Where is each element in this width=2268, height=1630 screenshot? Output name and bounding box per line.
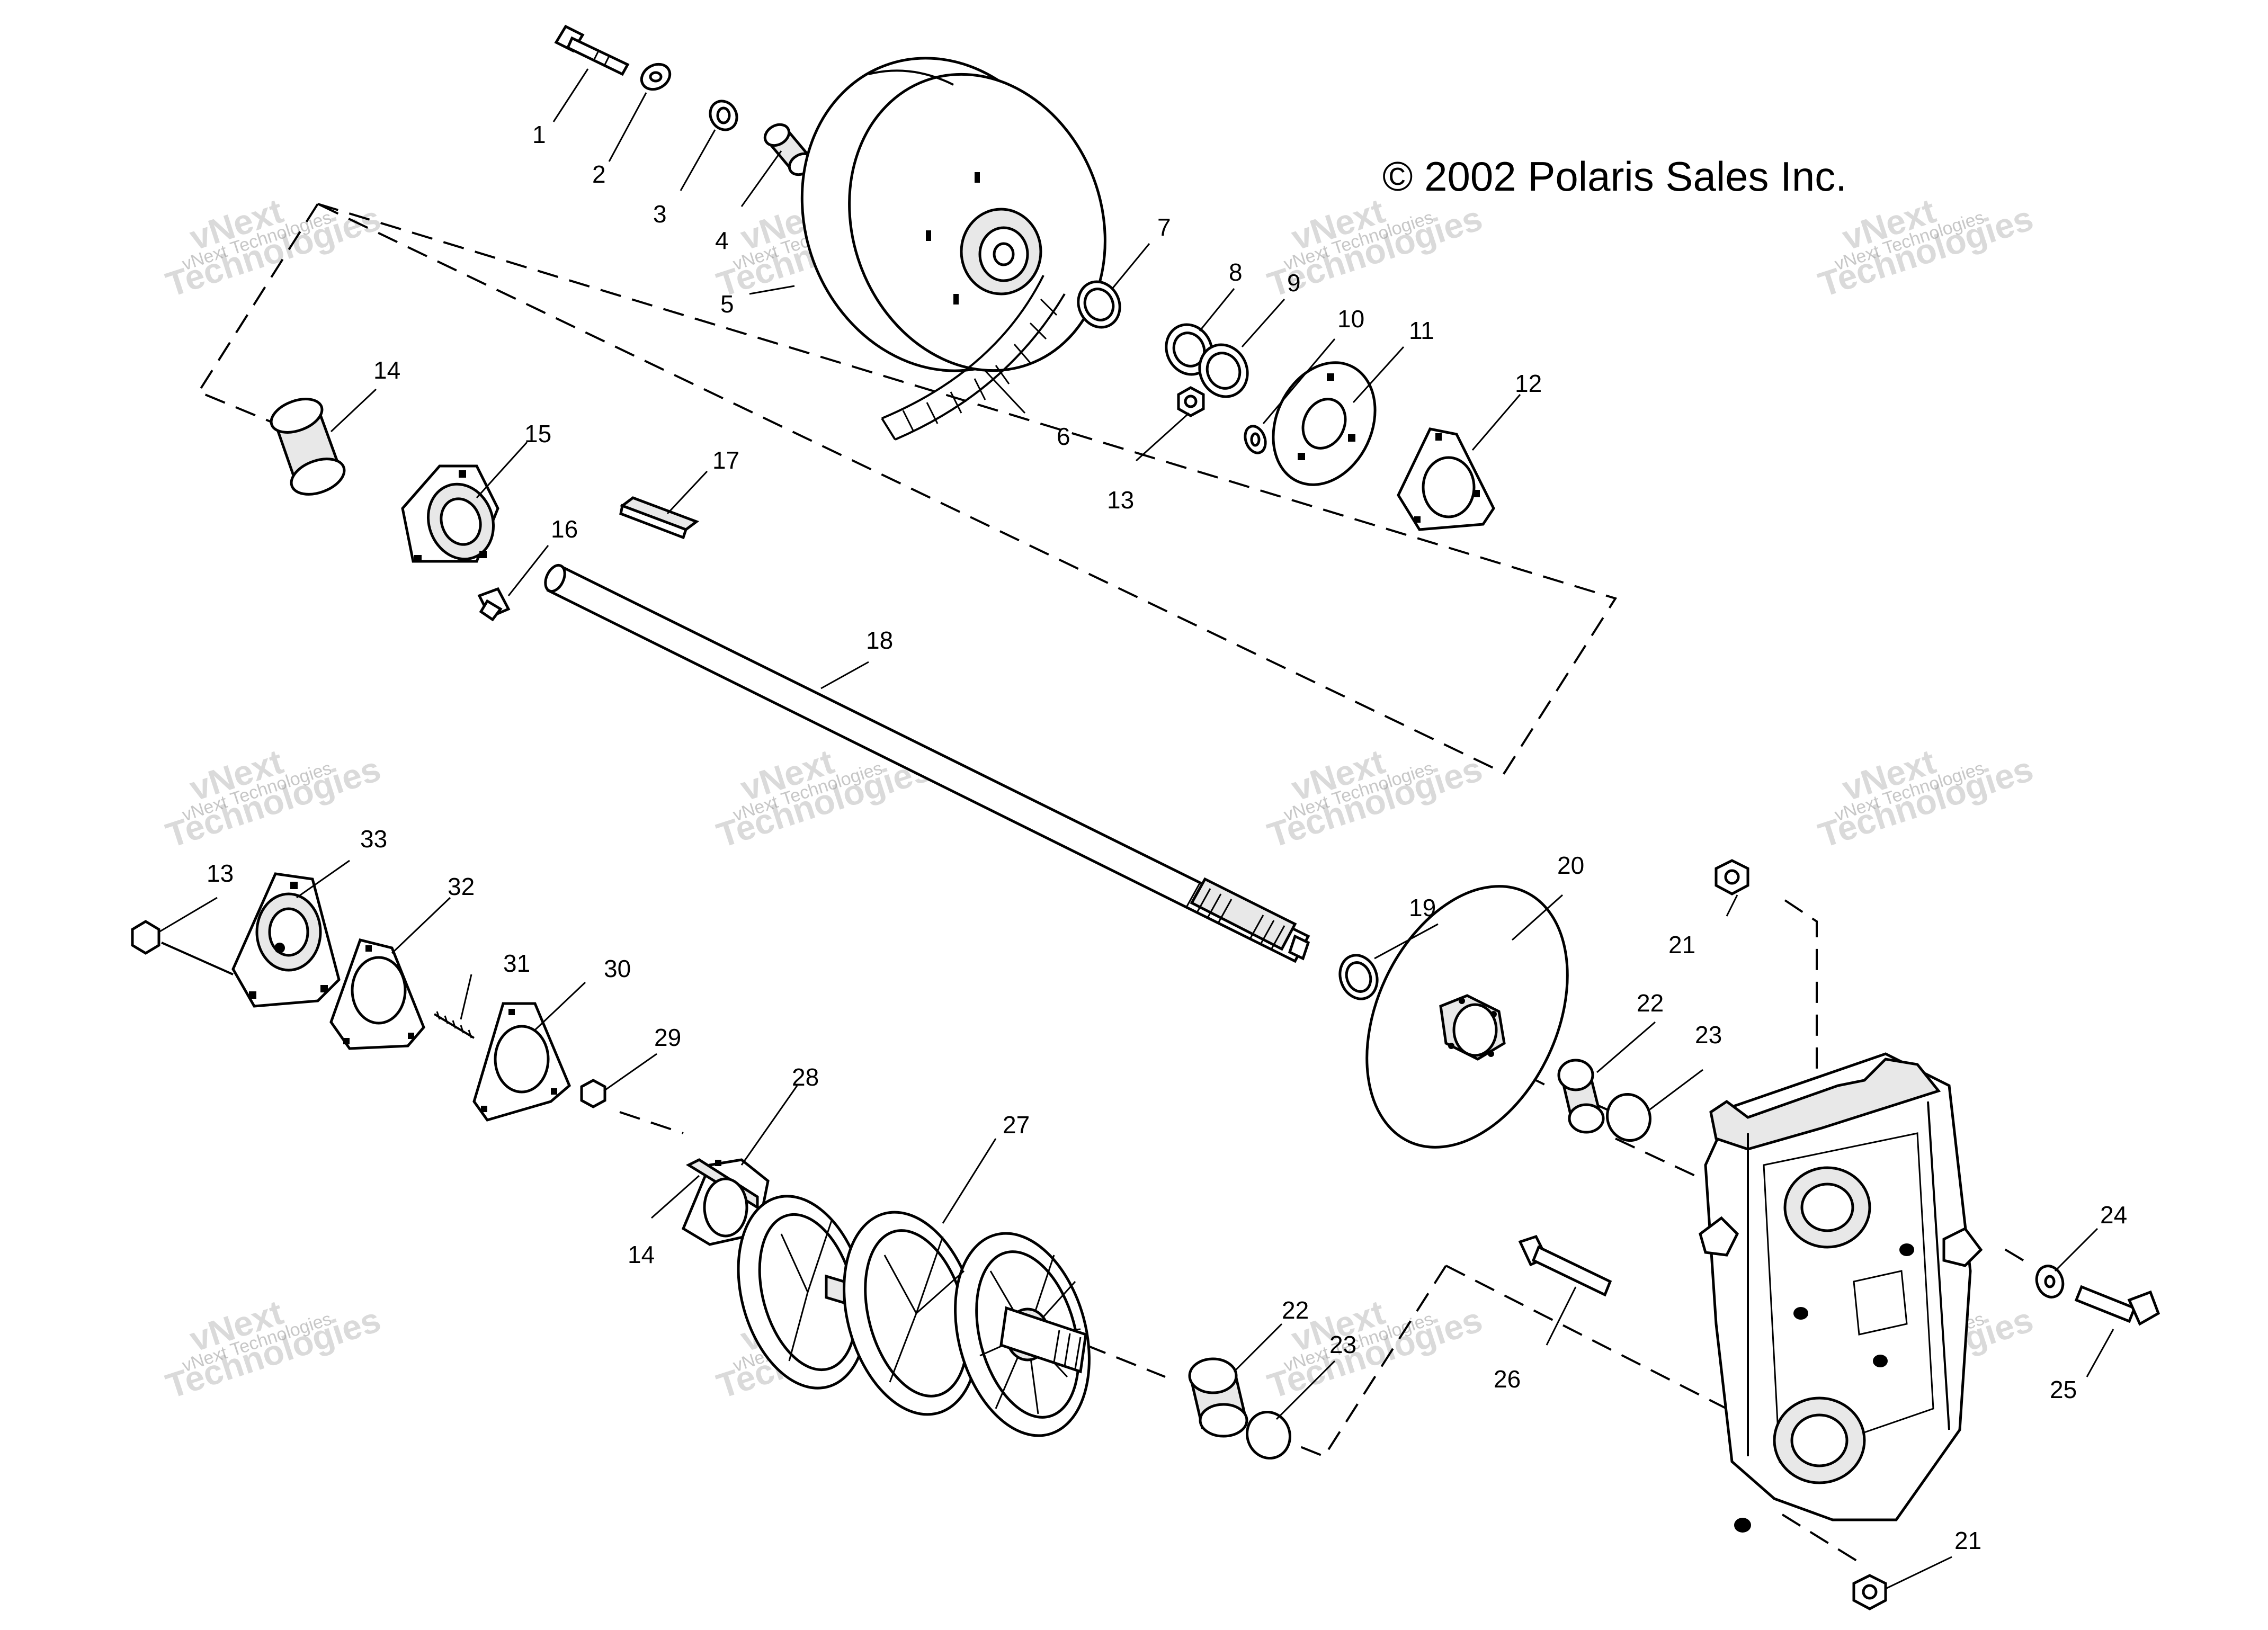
part-9-bearing [1198, 343, 1249, 398]
watermark-7: vNext Technologies vNext Technologies [1263, 741, 1487, 855]
label-part-30: 30 [604, 955, 631, 982]
watermark-9: vNext Technologies vNext Technologies [161, 1292, 385, 1405]
label-part-23-lower: 23 [1329, 1331, 1356, 1358]
label-part-22-upper: 22 [1637, 989, 1664, 1017]
label-part-4: 4 [715, 227, 729, 254]
label-part-7: 7 [1157, 213, 1171, 241]
part-30-bearing-flange [472, 1002, 572, 1122]
label-part-12: 12 [1515, 370, 1542, 397]
assembly-outline-lower [619, 899, 2024, 1563]
part-29-nut [580, 1079, 606, 1108]
part-25-bolt [2074, 1285, 2160, 1326]
part-10-washer [1244, 425, 1267, 454]
label-part-21-upper: 21 [1668, 931, 1695, 959]
label-part-31: 31 [503, 950, 530, 977]
label-part-3: 3 [653, 200, 667, 228]
part-33-bearing-housing [231, 872, 341, 1008]
part-21-nut-lower [1852, 1574, 1887, 1610]
part-24-washer [2035, 1265, 2065, 1298]
part-32-gasket [329, 938, 425, 1050]
part-14-bearing-upper [270, 398, 346, 496]
part-31-spring [433, 1011, 475, 1039]
watermark-5: vNext Technologies vNext Technologies [161, 741, 385, 855]
part-22-bushing-lower [1188, 1357, 1248, 1438]
copyright-notice: © 2002 Polaris Sales Inc. [1382, 153, 1847, 200]
assembly-outline-upper [197, 203, 1618, 775]
part-chaincase-housing [1699, 1052, 1983, 1533]
part-16-bolt [477, 587, 511, 622]
label-part-32: 32 [448, 873, 475, 900]
label-part-14-upper: 14 [373, 356, 400, 384]
part-23-cap-lower [1246, 1410, 1291, 1460]
part-13-nut-upper [1177, 386, 1205, 417]
label-part-11: 11 [1409, 317, 1434, 344]
label-part-20: 20 [1557, 852, 1584, 879]
label-part-8: 8 [1229, 258, 1243, 286]
label-part-19: 19 [1409, 894, 1436, 921]
label-part-9: 9 [1287, 269, 1301, 297]
part-22-bushing-upper [1557, 1059, 1605, 1134]
part-15-bearing-flange [401, 464, 499, 563]
part-26-bolt [1518, 1234, 1612, 1297]
part-7-seal [1077, 280, 1121, 329]
label-part-18: 18 [866, 626, 893, 654]
part-20-brake-disc [1365, 885, 1569, 1149]
label-part-16: 16 [551, 515, 578, 543]
label-part-6: 6 [1057, 423, 1070, 450]
label-part-27: 27 [1003, 1111, 1030, 1139]
label-part-24: 24 [2100, 1201, 2127, 1229]
label-part-15: 15 [524, 420, 551, 447]
part-21-nut-upper [1715, 859, 1749, 895]
part-11-flange-plate [1272, 361, 1377, 486]
part-labels: 1 2 3 4 5 6 7 8 9 10 11 12 13 14 15 16 1… [207, 121, 2127, 1554]
part-2-washer [640, 62, 672, 91]
label-part-22-lower: 22 [1282, 1296, 1309, 1324]
part-3-lock-washer [709, 100, 738, 131]
part-1-bolt [554, 24, 630, 76]
part-5-pulley-sprocket [800, 57, 1106, 372]
label-part-21-lower: 21 [1954, 1527, 1981, 1554]
part-23-cap-upper [1606, 1092, 1651, 1142]
part-17-key [619, 496, 700, 540]
label-part-33: 33 [360, 825, 387, 853]
part-13-nut-lower [131, 920, 234, 975]
label-part-1: 1 [532, 121, 546, 148]
label-part-2: 2 [592, 160, 606, 188]
watermark-1: vNext Technologies vNext Technologies [161, 191, 385, 304]
label-part-23-upper: 23 [1695, 1021, 1722, 1049]
label-part-13-upper: 13 [1107, 486, 1134, 514]
part-19-snap-ring [1338, 954, 1379, 1000]
label-part-28: 28 [792, 1063, 819, 1091]
label-part-29: 29 [654, 1024, 681, 1051]
label-part-26: 26 [1494, 1365, 1521, 1393]
part-27-track-drivers [737, 1195, 1091, 1437]
label-part-13-lower: 13 [207, 859, 234, 887]
watermark-8: vNext Technologies vNext Technologies [1814, 741, 2038, 855]
label-part-25: 25 [2050, 1376, 2077, 1403]
leader-lines [158, 68, 2114, 1590]
label-part-5: 5 [720, 290, 734, 318]
part-12-flange-plate [1397, 427, 1495, 531]
label-part-17: 17 [712, 446, 739, 474]
label-part-10: 10 [1337, 305, 1364, 333]
part-18-driveshaft [544, 563, 1310, 963]
label-part-14-lower: 14 [628, 1241, 655, 1268]
